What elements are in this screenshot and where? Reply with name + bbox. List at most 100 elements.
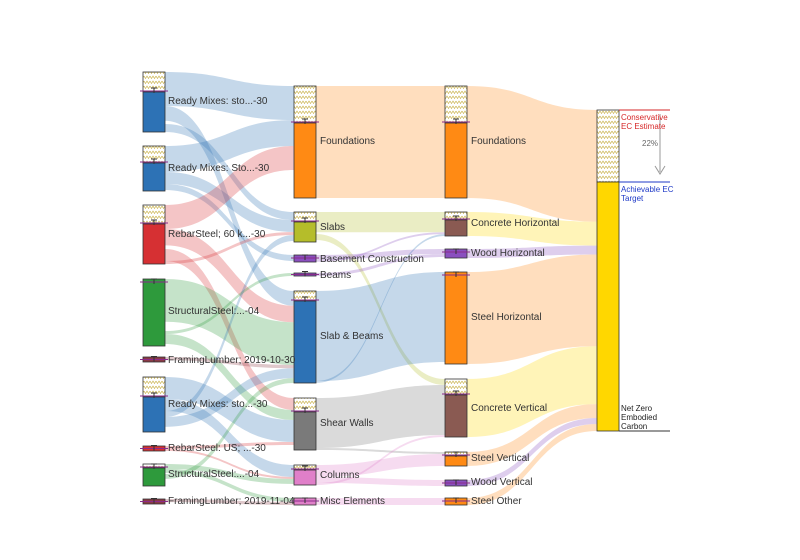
source-label: RebarSteel; 60 k...-30 — [168, 229, 266, 240]
flow-link — [316, 232, 445, 262]
source-label: RebarSteel: US; ...-30 — [168, 443, 266, 454]
category-label: Steel Horizontal — [471, 312, 542, 323]
element-label: Slabs — [320, 222, 346, 233]
element-node — [291, 497, 319, 506]
source-label: Ready Mixes: sto...-30 — [168, 399, 268, 410]
target-annotations — [619, 109, 670, 432]
node-bar — [293, 221, 317, 243]
source-node — [140, 356, 168, 363]
flow-link — [165, 232, 294, 264]
node-bar — [596, 181, 620, 432]
flow-link — [316, 454, 445, 477]
source-label: Ready Mixes: sto...-30 — [168, 96, 268, 107]
flow-link — [165, 249, 294, 410]
category-label: Steel Vertical — [471, 453, 530, 464]
flow-link — [165, 120, 294, 172]
conservative-band — [596, 109, 620, 183]
flow-link — [316, 477, 445, 486]
flow-link — [316, 498, 445, 505]
category-label: Foundations — [471, 136, 527, 147]
flow-link — [165, 146, 294, 229]
node-bar — [444, 271, 468, 365]
flow-link — [165, 229, 294, 323]
category-node — [442, 497, 470, 506]
node-bar — [142, 467, 166, 487]
reduction-percent-label: 22% — [642, 139, 659, 148]
flow-link — [165, 442, 294, 449]
conservative-band — [293, 85, 317, 124]
total-label-line: Net Zero — [621, 404, 653, 413]
total-label: Net Zero Embodied Carbon — [621, 404, 657, 431]
node-bar — [293, 300, 317, 384]
element-node — [291, 464, 319, 486]
flow-link — [165, 464, 294, 484]
source-label: FramingLumber; 2019-11-04 — [168, 496, 295, 507]
nodes — [140, 71, 620, 506]
node-bar — [142, 223, 166, 265]
flow-link — [165, 368, 294, 427]
category-label: Concrete Horizontal — [471, 218, 560, 229]
element-label: Columns — [320, 470, 360, 481]
flow-link — [467, 254, 597, 364]
node-bar — [142, 396, 166, 433]
node-bar — [142, 278, 166, 347]
flow-link — [467, 86, 597, 222]
total-label-line: Carbon — [621, 422, 648, 431]
node-bar — [444, 455, 468, 467]
element-label: Shear Walls — [320, 418, 374, 429]
source-label: FramingLumber; 2019-10-30 — [168, 355, 296, 366]
source-node — [140, 71, 168, 133]
category-label: Steel Other — [471, 496, 522, 507]
flow-link — [165, 279, 294, 365]
source-label: StructuralSteel:...-04 — [168, 469, 260, 480]
element-label: Basement Construction — [320, 254, 424, 265]
flow-link — [165, 334, 294, 420]
element-node — [291, 85, 319, 199]
conservative-label-line: Conservative — [621, 113, 668, 122]
element-label: Foundations — [320, 136, 376, 147]
conservative-estimate-label: Conservative EC Estimate — [621, 113, 668, 131]
flow-link — [467, 418, 597, 486]
node-bar — [293, 122, 317, 199]
achievable-target-label: Achievable EC Target — [621, 185, 673, 203]
element-node — [291, 271, 319, 277]
flow-link — [467, 404, 597, 466]
category-node — [442, 479, 470, 487]
total-node — [596, 109, 620, 432]
category-label: Wood Horizontal — [471, 248, 545, 259]
category-label: Wood Vertical — [471, 477, 533, 488]
flow-link — [467, 346, 597, 437]
flow-link — [165, 377, 294, 442]
conservative-label-line: EC Estimate — [621, 122, 666, 131]
flow-link — [316, 234, 445, 383]
node-bar — [444, 394, 468, 438]
flow-link — [165, 273, 294, 334]
node-bar — [444, 122, 468, 199]
flow-link — [165, 399, 294, 477]
achievable-label-line: Achievable EC — [621, 185, 674, 194]
flow-link — [165, 184, 294, 261]
category-label: Concrete Vertical — [471, 403, 548, 414]
flow-link — [316, 435, 445, 485]
flow-link — [165, 124, 294, 220]
source-node — [140, 445, 168, 452]
flow-link — [316, 254, 445, 276]
flow-link — [316, 272, 445, 382]
source-node — [140, 278, 168, 347]
element-label: Slab & Beams — [320, 331, 384, 342]
category-node — [442, 271, 470, 365]
node-bar — [293, 411, 317, 451]
source-node — [140, 498, 168, 505]
element-node — [291, 254, 319, 263]
source-label: Ready Mixes: Sto...-30 — [168, 163, 270, 174]
flow-link — [165, 469, 294, 502]
source-node — [140, 204, 168, 265]
conservative-band — [444, 85, 468, 124]
flow-links — [165, 72, 597, 505]
reduction-arrow-head — [654, 165, 666, 175]
flow-link — [316, 212, 445, 233]
source-node — [140, 145, 168, 192]
category-node — [442, 378, 470, 438]
node-bar — [444, 219, 468, 237]
